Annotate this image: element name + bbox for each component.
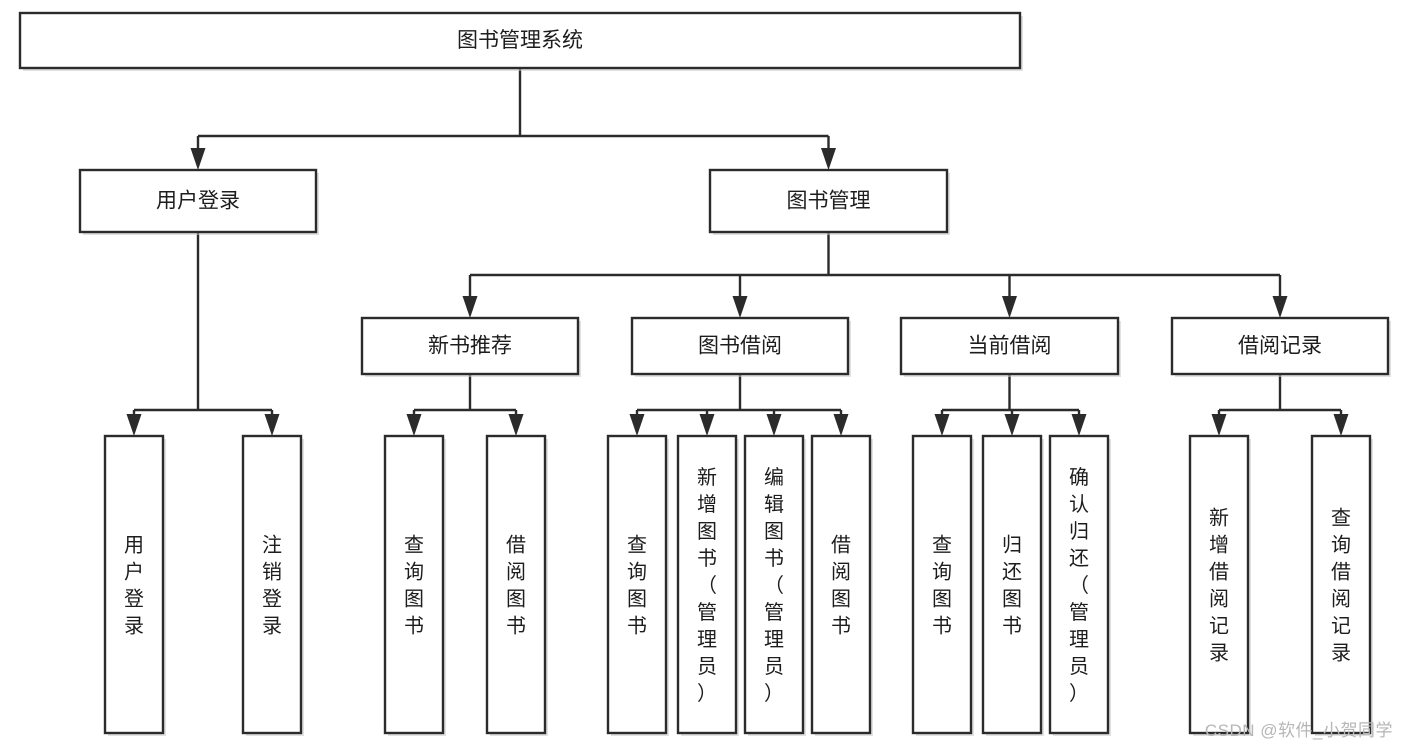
arrow-head <box>1272 296 1288 318</box>
node-leaf-query-book-1[interactable]: 查询图书 <box>383 434 446 736</box>
watermark-text: CSDN @软件_小贺同学 <box>1204 721 1393 740</box>
node-box[interactable] <box>676 434 738 735</box>
arrow-head <box>190 148 206 170</box>
edge-group-login <box>126 232 280 436</box>
node-label: 图书管理系统 <box>457 29 583 52</box>
arrow-head <box>732 296 748 318</box>
node-box[interactable] <box>241 434 303 735</box>
node-leaf-confirm-return[interactable]: 确认归还（管理员） <box>1048 434 1111 736</box>
node-leaf-user-login[interactable]: 用户登录 <box>103 434 166 736</box>
node-box[interactable] <box>743 434 805 735</box>
node-box[interactable] <box>103 434 165 735</box>
node-label: 查询图书 <box>627 534 647 638</box>
node-label: 借阅记录 <box>1238 335 1322 358</box>
node-box[interactable] <box>383 434 445 735</box>
arrow-head <box>126 414 142 436</box>
node-box[interactable] <box>360 316 580 376</box>
node-records[interactable]: 借阅记录 <box>1170 316 1391 377</box>
arrow-head <box>462 296 478 318</box>
edge-group-bookmgmt <box>462 232 1288 318</box>
node-box[interactable] <box>630 316 850 376</box>
edge-group-current <box>934 374 1087 436</box>
node-box[interactable] <box>18 11 1022 70</box>
arrow-head <box>821 148 836 170</box>
node-box[interactable] <box>810 434 872 735</box>
node-label: 图书借阅 <box>698 335 782 358</box>
node-label: 新增借阅记录 <box>1209 507 1229 665</box>
node-label: 用户登录 <box>124 535 144 638</box>
node-recommend[interactable]: 新书推荐 <box>360 316 581 377</box>
nodes-layer: 图书管理系统用户登录图书管理新书推荐图书借阅当前借阅借阅记录用户登录注销登录查询… <box>18 11 1391 736</box>
node-leaf-query-book-3[interactable]: 查询图书 <box>911 434 974 736</box>
arrow-head <box>508 414 524 436</box>
node-leaf-borrow-book-1[interactable]: 借阅图书 <box>485 434 548 736</box>
node-box[interactable] <box>981 434 1043 735</box>
node-leaf-query-record[interactable]: 查询借阅记录 <box>1310 434 1373 736</box>
node-label: 确认归还（管理员） <box>1069 466 1089 705</box>
edge-group-recommend <box>406 374 524 436</box>
node-box[interactable] <box>899 316 1120 376</box>
node-borrow[interactable]: 图书借阅 <box>630 316 851 377</box>
node-box[interactable] <box>1170 316 1390 376</box>
node-box[interactable] <box>1188 434 1250 735</box>
node-leaf-logout[interactable]: 注销登录 <box>241 434 304 736</box>
node-label: 新书推荐 <box>428 335 512 358</box>
node-label: 归还图书 <box>1002 534 1022 638</box>
arrow-head <box>1004 414 1020 436</box>
arrow-head <box>1002 296 1017 318</box>
arrow-head <box>833 414 849 436</box>
node-label: 用户登录 <box>156 190 240 213</box>
edge-group-borrow <box>629 374 849 436</box>
node-label: 查询图书 <box>404 534 424 638</box>
node-label: 查询借阅记录 <box>1331 507 1351 665</box>
node-label: 借阅图书 <box>831 534 851 638</box>
node-label: 当前借阅 <box>968 335 1052 358</box>
node-label: 查询图书 <box>932 534 952 638</box>
arrow-head <box>699 414 715 436</box>
node-box[interactable] <box>606 434 668 735</box>
node-root[interactable]: 图书管理系统 <box>18 11 1023 71</box>
node-box[interactable] <box>1310 434 1372 735</box>
edge-group-root <box>190 68 836 170</box>
node-box[interactable] <box>78 168 318 234</box>
node-label: 新增图书（管理员） <box>697 466 717 705</box>
node-current[interactable]: 当前借阅 <box>899 316 1121 377</box>
node-label: 图书管理 <box>787 190 871 213</box>
edge-group-records <box>1211 374 1349 436</box>
node-label: 注销登录 <box>262 534 282 638</box>
arrow-head <box>1071 414 1087 436</box>
arrow-head <box>629 414 645 436</box>
node-bookmgmt[interactable]: 图书管理 <box>708 168 950 235</box>
node-leaf-borrow-book-2[interactable]: 借阅图书 <box>810 434 873 736</box>
arrow-head <box>406 414 422 436</box>
node-box[interactable] <box>911 434 973 735</box>
node-leaf-query-book-2[interactable]: 查询图书 <box>606 434 669 736</box>
node-box[interactable] <box>485 434 547 735</box>
arrow-head <box>1333 414 1349 436</box>
node-leaf-return-book[interactable]: 归还图书 <box>981 434 1044 736</box>
node-leaf-add-record[interactable]: 新增借阅记录 <box>1188 434 1251 736</box>
node-label: 编辑图书（管理员） <box>764 466 784 705</box>
node-box[interactable] <box>1048 434 1110 735</box>
arrow-head <box>264 414 280 436</box>
arrow-head <box>766 414 782 436</box>
node-leaf-add-book[interactable]: 新增图书（管理员） <box>676 434 739 736</box>
node-box[interactable] <box>708 168 949 234</box>
node-leaf-edit-book[interactable]: 编辑图书（管理员） <box>743 434 806 736</box>
node-label: 借阅图书 <box>506 534 526 638</box>
arrow-head <box>1211 414 1227 436</box>
node-login[interactable]: 用户登录 <box>78 168 319 235</box>
arrow-head <box>934 414 950 436</box>
edges-layer <box>126 68 1349 436</box>
